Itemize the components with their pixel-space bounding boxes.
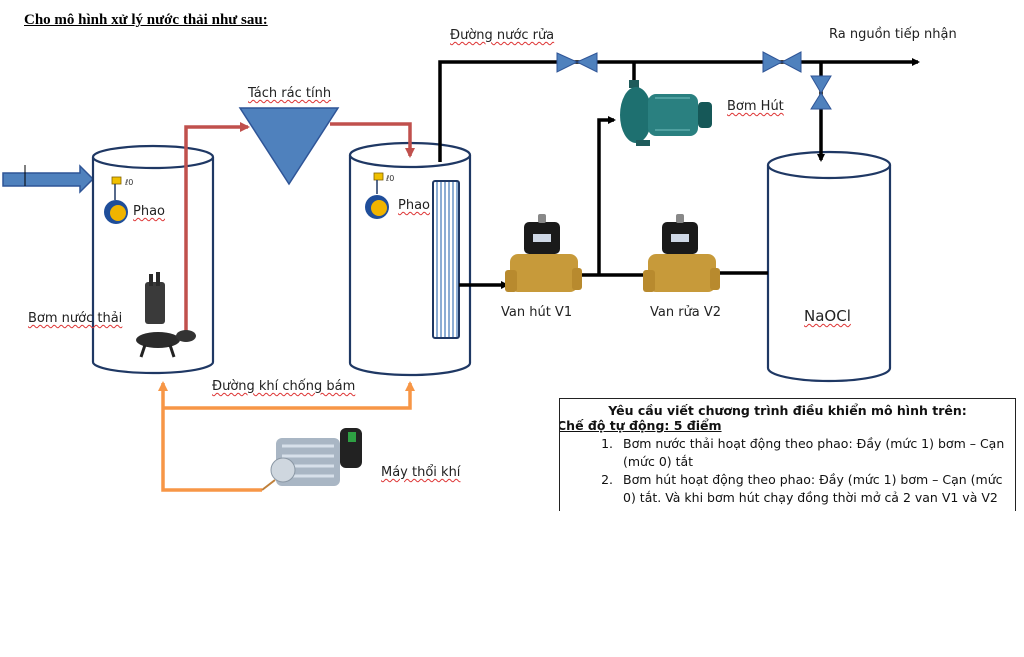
svg-text:ℓ0: ℓ0 [124,178,133,187]
discharge-label: Ra nguồn tiếp nhận [829,27,957,42]
wash-line-valve[interactable] [556,52,598,73]
submersible-pump-icon [136,272,196,358]
requirements-list: Bơm nước thải hoạt động theo phao: Đầy (… [560,435,1015,507]
suction-pump-icon [620,80,712,146]
auto-mode-heading: Chế độ tự động: 5 điểm [559,418,722,433]
page-title: Cho mô hình xử lý nước thải như sau: [24,12,268,28]
discharge-valve[interactable] [762,51,802,73]
naocl-label: NaOCl [804,307,851,325]
solenoid-valve-v1-icon[interactable] [505,214,582,292]
naocl-valve[interactable] [810,75,832,110]
float-1-label: Phao [133,204,165,219]
inlet-arrow [2,164,95,194]
blower-label: Máy thổi khí [381,465,461,480]
valve-v2-label: Van rửa V2 [650,305,722,320]
float-switch-1: ℓ0 [104,176,133,224]
float-switch-2: ℓ0 [365,172,394,219]
membrane-module [432,180,460,339]
wastewater-pipe [184,122,415,335]
air-blower-icon [261,428,362,491]
process-pipes [438,58,920,289]
naocl-tank [766,150,892,383]
requirements-heading: Yêu cầu viết chương trình điều khiển mô … [608,403,967,418]
float-2-label: Phao [398,198,430,213]
svg-text:ℓ0: ℓ0 [385,174,394,183]
suction-pump-label: Bơm Hút [727,99,784,114]
air-line-label: Đường khí chống bám [212,379,356,394]
wash-line-label: Đường nước rửa [450,28,555,43]
requirement-item: Bơm hút hoạt động theo phao: Đầy (mức 1)… [617,471,1015,507]
screen-label: Tách rác tính [248,86,332,101]
waste-pump-label: Bơm nước thải [28,311,123,326]
requirement-item: Bơm nước thải hoạt động theo phao: Đầy (… [617,435,1015,471]
air-pipe [158,381,415,492]
bar-screen [238,107,340,186]
valve-v1-label: Van hút V1 [501,305,573,320]
requirements-box: Yêu cầu viết chương trình điều khiển mô … [559,398,1016,511]
solenoid-valve-v2-icon[interactable] [643,214,720,292]
